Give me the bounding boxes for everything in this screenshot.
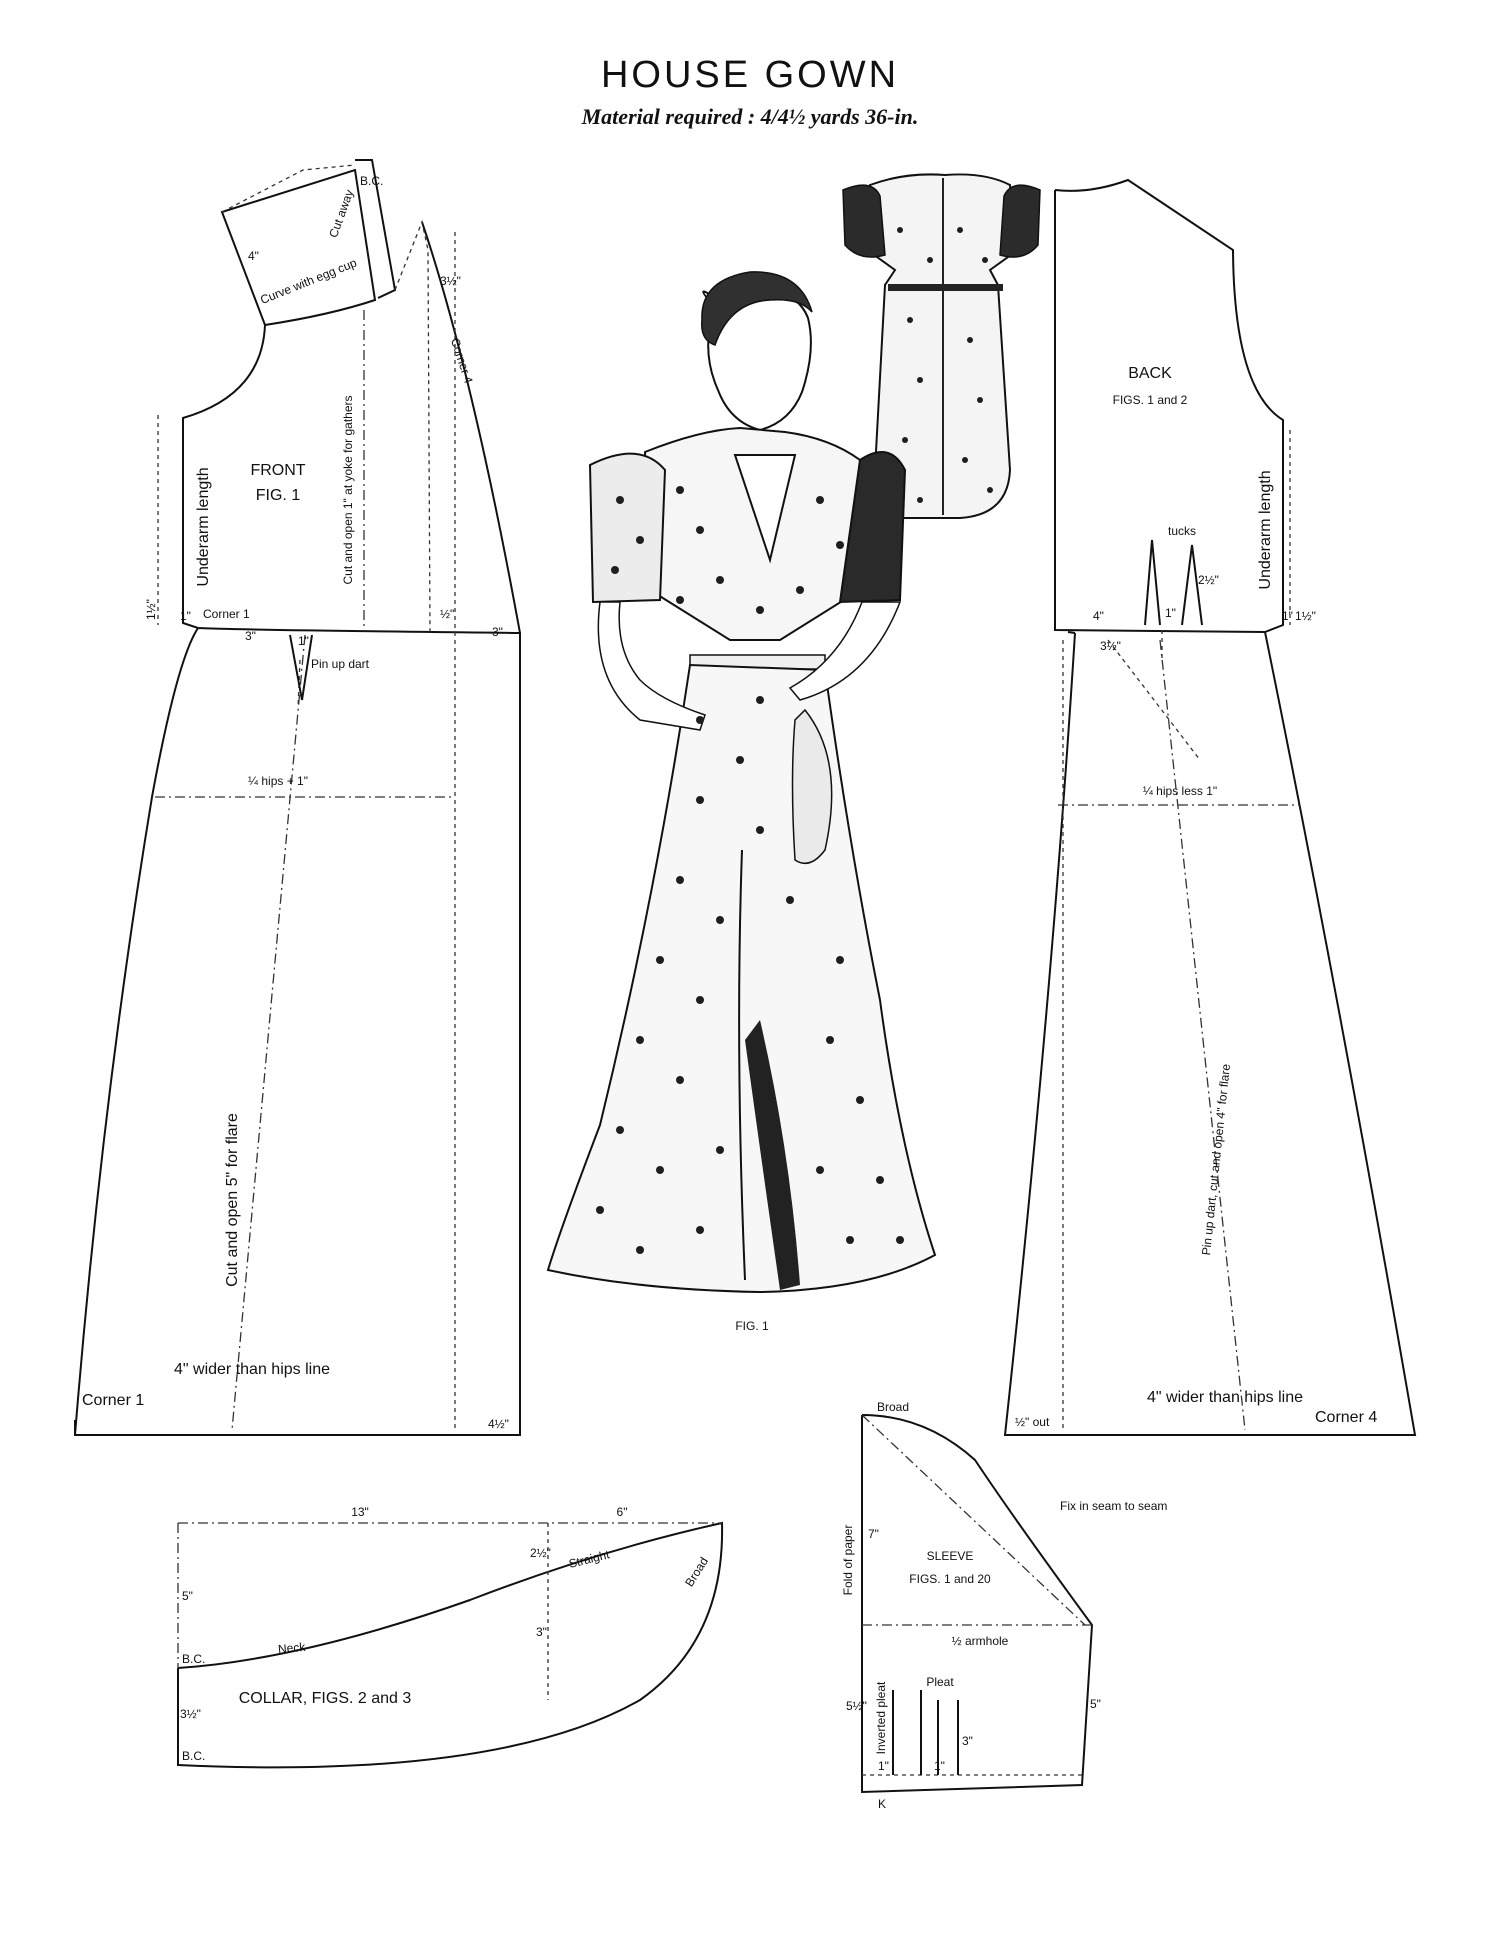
measurement: B.C. — [360, 174, 383, 188]
measurement: 4" — [1093, 609, 1104, 623]
front-underarm-label: Underarm length — [195, 467, 212, 586]
collar-outline — [177, 1521, 724, 1769]
front-corner4-label: Corner 4 — [448, 336, 476, 385]
front-pattern-piece: FRONT FIG. 1 Curve with egg cup Cut away… — [73, 159, 521, 1436]
measurement: 3" — [245, 629, 256, 643]
cut-away-note: Cut away — [326, 188, 356, 240]
bc-label: B.C. — [182, 1749, 205, 1763]
armhole-label: ½ armhole — [952, 1634, 1009, 1648]
bc-label: B.C. — [182, 1652, 205, 1666]
yoke-curve-note: Curve with egg cup — [258, 255, 359, 307]
measurement: 1" — [180, 609, 191, 623]
sleeve-figs-label: FIGS. 1 and 20 — [909, 1572, 991, 1586]
measurement: 3½" — [440, 274, 461, 288]
measurement: 5" — [1090, 1697, 1101, 1711]
measurement: 2½" — [1198, 573, 1219, 587]
figure-caption: FIG. 1 — [735, 1319, 769, 1333]
front-corner1-top-label: Corner 1 — [203, 607, 250, 621]
measurement: 3" — [962, 1734, 973, 1748]
measurement: 5½" — [846, 1699, 867, 1713]
back-figs-label: FIGS. 1 and 2 — [1113, 393, 1188, 407]
front-yoke — [220, 168, 377, 327]
measurement: 3" — [536, 1625, 547, 1639]
pin-dart-label: Pin up dart — [311, 657, 370, 671]
sleeve-label: SLEEVE — [927, 1549, 974, 1563]
back-view-figure — [842, 173, 1041, 519]
measurement: 7" — [868, 1527, 879, 1541]
front-wider-note: 4" wider than hips line — [174, 1361, 330, 1378]
back-flare-note: Pin up dart, cut and open 4" for flare — [1199, 1063, 1233, 1256]
sleeve-broad-label: Broad — [877, 1400, 909, 1414]
back-label: BACK — [1128, 365, 1172, 382]
measurement: 1" — [1165, 606, 1176, 620]
sleeve-outline — [861, 1414, 1094, 1794]
collar-pattern-piece: 13" 6" 5" 2½" 3" 3½" Straight Broad Neck… — [177, 1505, 724, 1769]
collar-label: COLLAR, FIGS. 2 and 3 — [239, 1690, 412, 1707]
back-hips-label: ¼ hips less 1" — [1143, 784, 1217, 798]
back-skirt-outline — [1003, 631, 1417, 1436]
tucks-label: tucks — [1168, 524, 1196, 538]
back-tuck-2 — [1181, 544, 1203, 626]
fold-of-paper-label: Fold of paper — [841, 1525, 855, 1596]
k-label: K — [878, 1797, 886, 1811]
measurement: 3½" — [180, 1707, 201, 1721]
inverted-pleat-label: Inverted pleat — [874, 1681, 888, 1754]
back-wider-note: 4" wider than hips line — [1147, 1389, 1303, 1406]
material-note: Material required : 4/4½ yards 36-in. — [581, 104, 919, 129]
front-gathers-note: Cut and open 1" at yoke for gathers — [341, 395, 355, 584]
back-out-label: ½" out — [1015, 1415, 1050, 1429]
back-tuck-1 — [1144, 539, 1161, 626]
front-yoke-strip — [355, 159, 397, 299]
front-corner1-bottom-label: Corner 1 — [82, 1392, 144, 1409]
collar-neck-label: Neck — [277, 1640, 306, 1656]
measurement: 3½" — [1100, 639, 1121, 653]
sleeve-fix-note: Fix in seam to seam — [1060, 1499, 1167, 1513]
measurement: ½" — [440, 607, 454, 621]
front-outline — [73, 324, 521, 1436]
measurement: 1" — [298, 634, 309, 648]
back-upper-outline — [1054, 178, 1284, 634]
measurement: 3" — [492, 625, 503, 639]
front-fig-label: FIG. 1 — [256, 487, 301, 504]
page-title: HOUSE GOWN — [600, 54, 900, 96]
measurement: 1" — [1282, 609, 1293, 623]
pleat-label: Pleat — [926, 1675, 954, 1689]
measurement: 2½" — [530, 1546, 551, 1560]
measurement: 1½" — [144, 599, 158, 620]
measurement: 1½" — [1295, 609, 1316, 623]
measurement: 6" — [617, 1505, 628, 1519]
measurement: 4" — [248, 249, 259, 263]
measurement: 4½" — [488, 1417, 509, 1431]
measurement: 1" — [878, 1759, 889, 1773]
measurement: 5" — [182, 1589, 193, 1603]
front-dart — [289, 634, 313, 701]
front-hips-label: ¼ hips + 1" — [248, 774, 308, 788]
front-side-curve — [421, 221, 521, 634]
sleeve-pattern-piece: Broad Fix in seam to seam Fold of paper … — [841, 1400, 1167, 1811]
back-underarm-label: Underarm length — [1257, 470, 1274, 589]
measurement: 1" — [934, 1759, 945, 1773]
gown-illustration: FIG. 1 — [546, 173, 1041, 1333]
front-flare-note: Cut and open 5" for flare — [224, 1113, 241, 1287]
collar-broad-label: Broad — [682, 1555, 711, 1590]
front-label: FRONT — [250, 462, 305, 479]
back-corner4-label: Corner 4 — [1315, 1409, 1377, 1426]
measurement: 13" — [351, 1505, 369, 1519]
collar-straight-label: Straight — [567, 1547, 611, 1571]
polka-dots — [596, 227, 993, 1254]
main-figure — [546, 227, 993, 1294]
back-pattern-piece: BACK FIGS. 1 and 2 tucks Underarm length… — [1003, 178, 1417, 1436]
